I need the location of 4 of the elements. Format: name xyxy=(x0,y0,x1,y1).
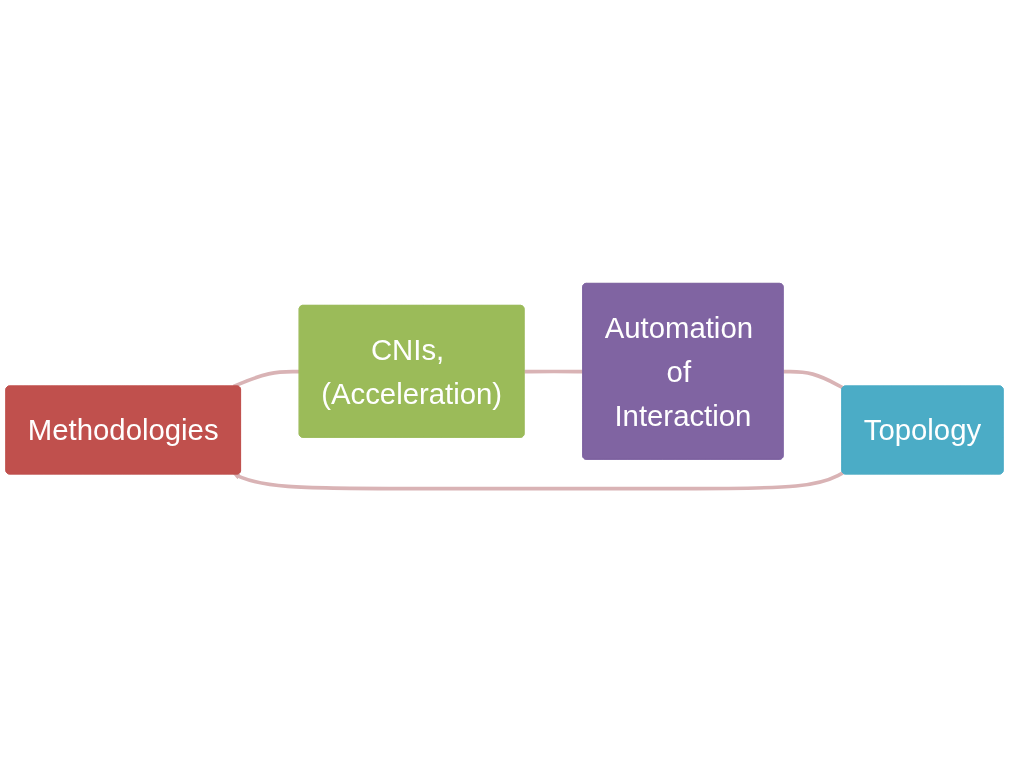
connector xyxy=(524,369,584,374)
connector xyxy=(232,369,300,389)
arrow xyxy=(233,471,844,491)
connector xyxy=(783,369,844,390)
